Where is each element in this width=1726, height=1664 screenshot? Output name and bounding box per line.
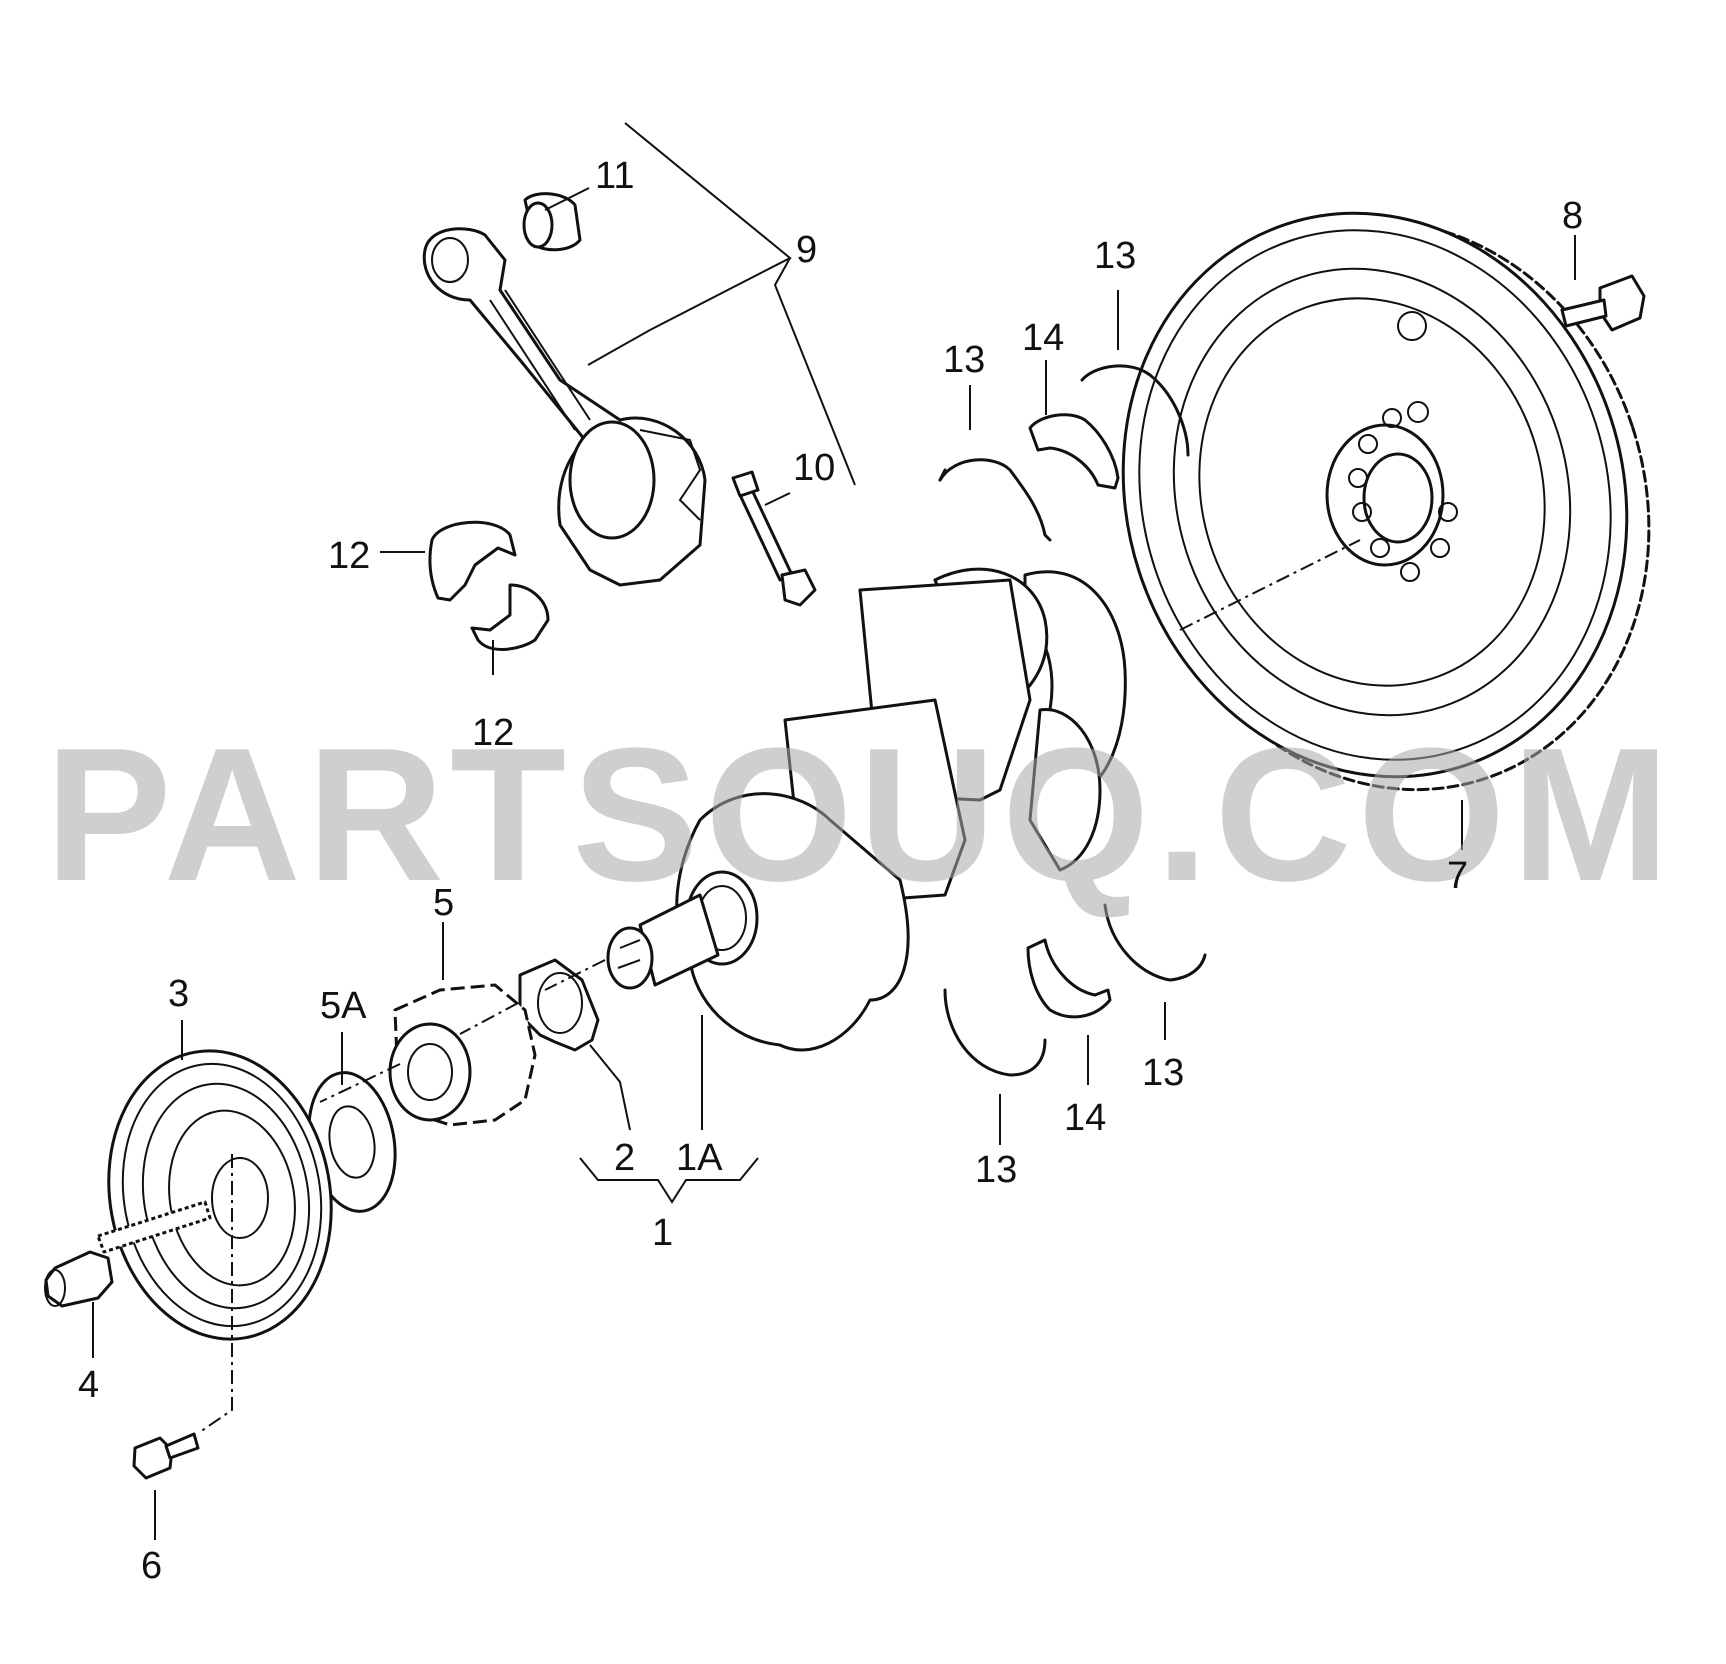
- small-end-bushing: [522, 192, 582, 252]
- callout-9: 9: [796, 229, 817, 271]
- callout-7: 7: [1447, 855, 1468, 897]
- crankshaft: [606, 567, 1127, 1052]
- callout-14-upper: 14: [1022, 317, 1064, 359]
- connecting-rod-bolt: [731, 470, 817, 607]
- callout-11: 11: [595, 155, 634, 197]
- thrust-washer: [518, 958, 600, 1052]
- callout-13-upper-left: 13: [943, 339, 985, 381]
- callout-labels: 1 1A 2 3 4 5 5A 6 7 8 9 10 11 12 12 13 1…: [78, 155, 1583, 1587]
- callout-12-lower: 12: [472, 712, 514, 754]
- callout-2: 2: [614, 1137, 635, 1179]
- callout-1a: 1A: [676, 1137, 723, 1179]
- callout-10: 10: [793, 447, 835, 489]
- callout-1: 1: [652, 1212, 673, 1254]
- callout-6: 6: [141, 1545, 162, 1587]
- callout-5: 5: [433, 882, 454, 924]
- upper-main-bearings: [938, 364, 1190, 542]
- damper-screw: [132, 1432, 200, 1480]
- leader-lines: [92, 122, 1576, 1540]
- vibration-damper: [107, 1049, 333, 1341]
- callout-8: 8: [1562, 195, 1583, 237]
- callout-13-lower-left: 13: [975, 1149, 1017, 1191]
- callout-13-lower-right: 13: [1142, 1052, 1184, 1094]
- callout-5a: 5A: [320, 985, 367, 1027]
- callout-13-upper-right: 13: [1094, 235, 1136, 277]
- flywheel-bolt: [1560, 274, 1646, 332]
- callout-12-upper: 12: [328, 535, 370, 577]
- callout-14-lower: 14: [1064, 1097, 1106, 1139]
- watermark: PARTSOUQ.COM: [45, 709, 1676, 921]
- flywheel: [1121, 211, 1651, 792]
- flywheel-bolt-holes: [1348, 311, 1458, 582]
- callout-3: 3: [168, 973, 189, 1015]
- rod-bearing-shells: [428, 520, 550, 651]
- callout-4: 4: [78, 1364, 99, 1406]
- connecting-rod: [422, 227, 707, 587]
- timing-sprocket: [388, 983, 537, 1127]
- crank-axis-centerline: [199, 539, 1361, 1433]
- lower-main-bearings: [943, 903, 1207, 1077]
- crankshaft-bolt: [44, 1200, 212, 1308]
